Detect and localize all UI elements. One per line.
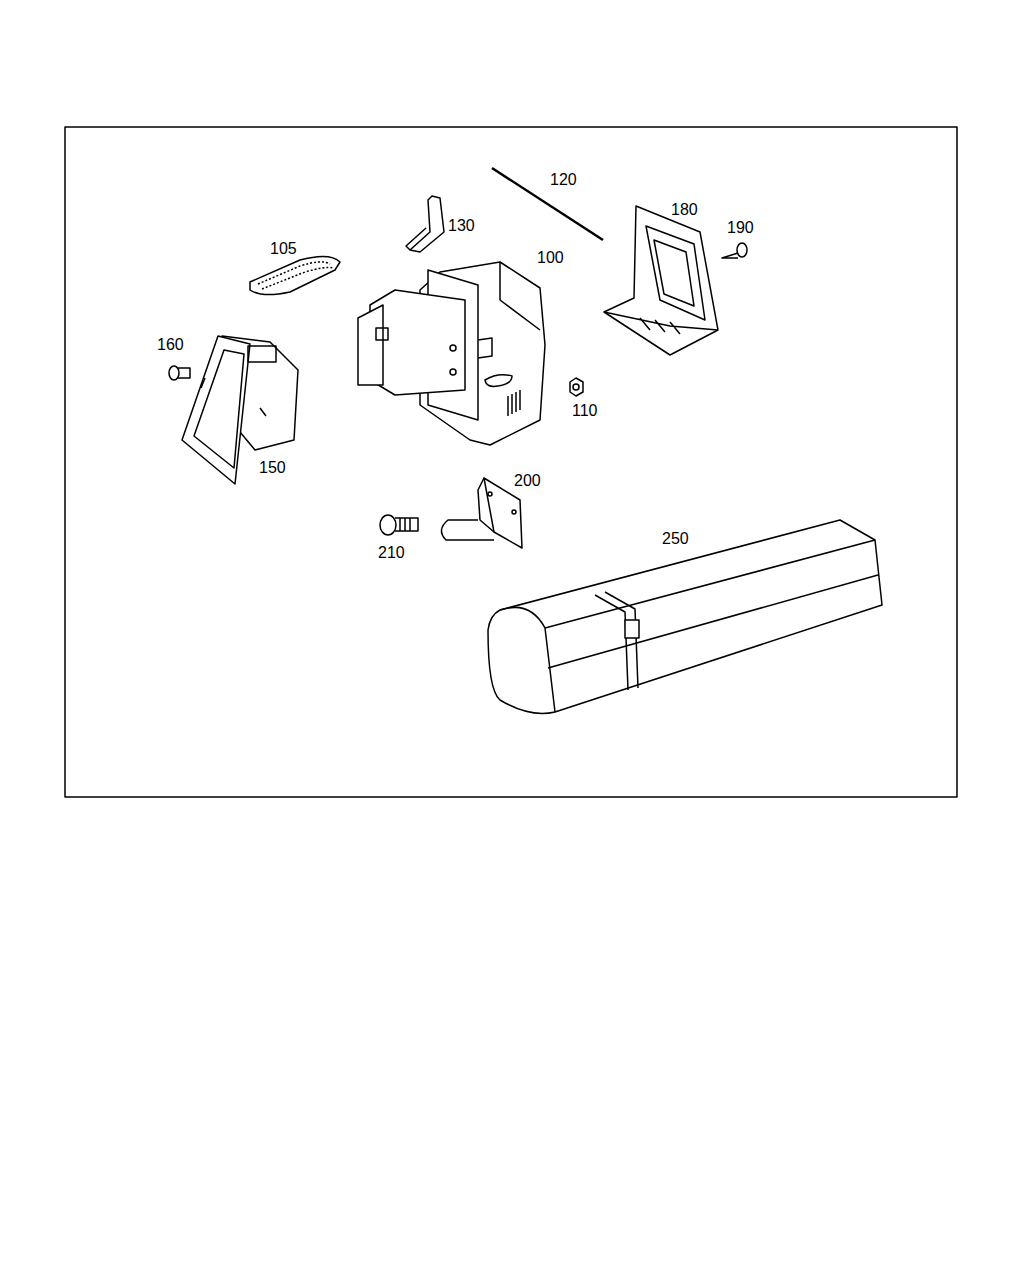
callout-number: 210 [377, 544, 406, 562]
callout-number: 100 [536, 249, 565, 267]
housing [358, 262, 545, 445]
callout-number: 190 [726, 219, 755, 237]
bracket [406, 196, 444, 252]
mounting-frame [604, 206, 718, 355]
storage-case [488, 520, 882, 714]
callout-number: 160 [156, 336, 185, 354]
callout-number: 250 [661, 530, 690, 548]
nut [570, 378, 583, 396]
callout-number: 105 [269, 240, 298, 258]
cover [182, 336, 298, 484]
frame [65, 127, 957, 797]
screw [722, 243, 747, 258]
screw [380, 515, 418, 535]
callout-number: 130 [447, 217, 476, 235]
rod [492, 168, 603, 240]
callout-number: 150 [258, 459, 287, 477]
callout-number: 120 [549, 171, 578, 189]
callout-number: 180 [670, 201, 699, 219]
callout-number: 200 [513, 472, 542, 490]
hook-bracket [441, 478, 522, 548]
callout-number: 110 [571, 402, 599, 420]
grille [250, 256, 340, 294]
screw [169, 366, 190, 380]
